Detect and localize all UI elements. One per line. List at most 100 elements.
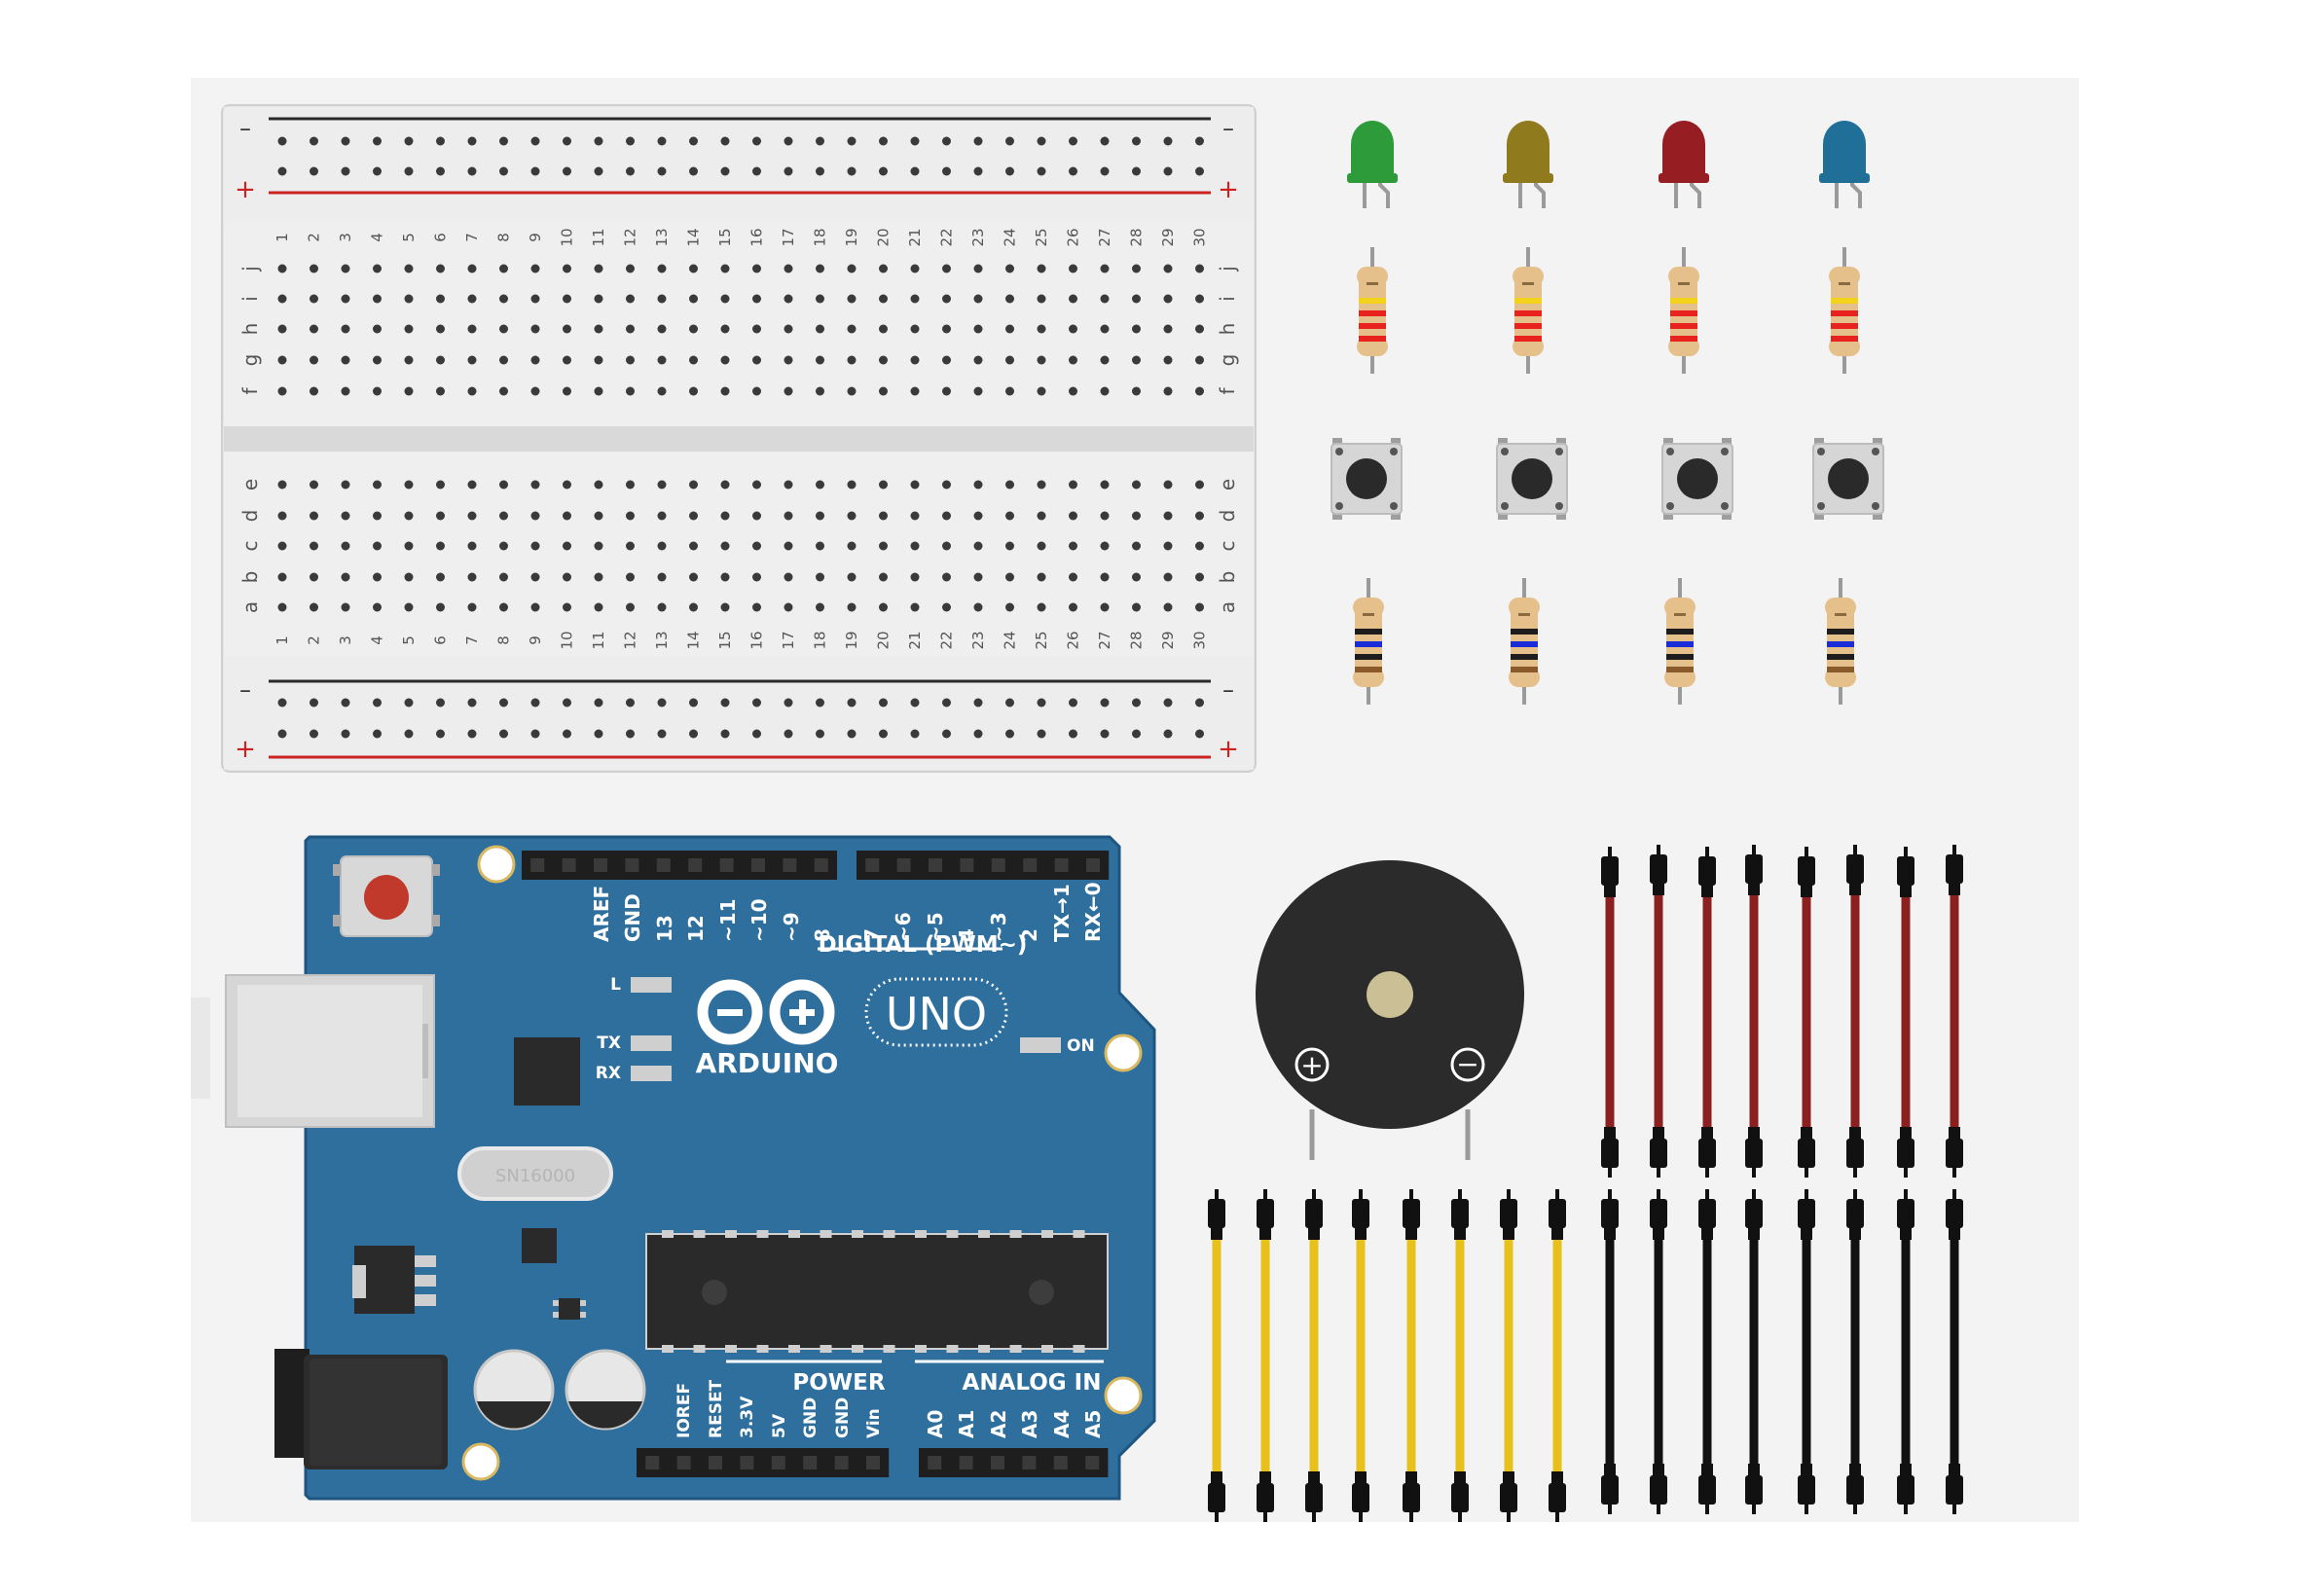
breadboard-hole[interactable] (404, 264, 414, 273)
header-pin[interactable] (960, 858, 974, 872)
breadboard-hole[interactable] (373, 572, 382, 582)
led-blue[interactable] (1819, 121, 1870, 208)
breadboard-hole[interactable] (626, 541, 635, 551)
rail-hole[interactable] (373, 698, 382, 707)
rail-hole[interactable] (1069, 698, 1077, 707)
header-pin[interactable] (719, 858, 734, 872)
breadboard-hole[interactable] (530, 480, 540, 490)
breadboard-hole[interactable] (1069, 572, 1077, 582)
rail-hole[interactable] (404, 729, 414, 739)
rail-hole[interactable] (689, 166, 698, 176)
breadboard-hole[interactable] (626, 572, 635, 582)
breadboard-hole[interactable] (563, 386, 571, 396)
breadboard-hole[interactable] (847, 355, 857, 365)
rail-hole[interactable] (689, 698, 698, 707)
rail-hole[interactable] (816, 166, 824, 176)
rail-hole[interactable] (341, 698, 350, 707)
resistor-top[interactable] (1829, 247, 1860, 374)
breadboard-hole[interactable] (563, 324, 571, 334)
rail-hole[interactable] (942, 698, 951, 707)
rail-hole[interactable] (277, 729, 287, 739)
breadboard-hole[interactable] (626, 602, 635, 612)
digital-header-right[interactable] (857, 851, 1110, 880)
breadboard-hole[interactable] (436, 541, 445, 551)
breadboard-hole[interactable] (1037, 355, 1046, 365)
breadboard-hole[interactable] (530, 572, 540, 582)
rail-hole[interactable] (373, 166, 382, 176)
breadboard-hole[interactable] (467, 386, 477, 396)
breadboard-hole[interactable] (1069, 355, 1077, 365)
piezo-buzzer[interactable]: + − (1256, 860, 1524, 1160)
breadboard-hole[interactable] (1195, 386, 1204, 396)
led-red[interactable] (1659, 121, 1709, 208)
breadboard-hole[interactable] (973, 480, 983, 490)
rail-hole[interactable] (310, 166, 318, 176)
breadboard-hole[interactable] (816, 324, 824, 334)
breadboard-hole[interactable] (404, 480, 414, 490)
breadboard-hole[interactable] (530, 386, 540, 396)
rail-hole[interactable] (720, 729, 730, 739)
breadboard-hole[interactable] (752, 386, 761, 396)
breadboard-hole[interactable] (277, 386, 287, 396)
rail-hole[interactable] (1100, 729, 1110, 739)
header-pin[interactable] (866, 1456, 880, 1469)
digital-header-left[interactable] (522, 851, 837, 880)
rail-hole[interactable] (530, 729, 540, 739)
breadboard-hole[interactable] (341, 264, 350, 273)
breadboard-hole[interactable] (1100, 541, 1110, 551)
breadboard-hole[interactable] (847, 602, 857, 612)
rail-hole[interactable] (310, 136, 318, 146)
breadboard-hole[interactable] (657, 386, 667, 396)
breadboard-hole[interactable] (942, 324, 951, 334)
rail-hole[interactable] (341, 136, 350, 146)
breadboard-hole[interactable] (752, 541, 761, 551)
top-rail-holes[interactable] (277, 136, 1205, 176)
breadboard-hole[interactable] (310, 572, 318, 582)
breadboard-hole[interactable] (752, 572, 761, 582)
jumper-wire-yellow[interactable] (1549, 1189, 1566, 1522)
rail-hole[interactable] (436, 136, 445, 146)
breadboard-hole[interactable] (973, 541, 983, 551)
breadboard-hole[interactable] (467, 294, 477, 304)
rail-hole[interactable] (720, 136, 730, 146)
breadboard-hole[interactable] (1163, 480, 1173, 490)
rail-hole[interactable] (1069, 729, 1077, 739)
jumper-wire-red[interactable] (1745, 845, 1763, 1178)
breadboard-hole[interactable] (879, 324, 888, 334)
breadboard-hole[interactable] (277, 572, 287, 582)
breadboard-hole[interactable] (752, 264, 761, 273)
jumper-wire-red[interactable] (1897, 847, 1914, 1178)
breadboard-hole[interactable] (784, 264, 793, 273)
rail-hole[interactable] (277, 698, 287, 707)
breadboard-hole[interactable] (563, 602, 571, 612)
breadboard-hole[interactable] (467, 541, 477, 551)
rail-hole[interactable] (752, 698, 761, 707)
rail-hole[interactable] (1163, 698, 1173, 707)
rail-hole[interactable] (720, 166, 730, 176)
breadboard-hole[interactable] (1132, 294, 1141, 304)
breadboard-hole[interactable] (404, 511, 414, 521)
jumper-wire-black[interactable] (1846, 1189, 1864, 1514)
breadboard-hole[interactable] (277, 511, 287, 521)
breadboard-hole[interactable] (626, 480, 635, 490)
rail-hole[interactable] (847, 166, 857, 176)
rail-hole[interactable] (910, 698, 920, 707)
rail-hole[interactable] (1195, 729, 1204, 739)
breadboard-hole[interactable] (752, 324, 761, 334)
breadboard-hole[interactable] (973, 511, 983, 521)
breadboard-hole[interactable] (499, 572, 508, 582)
resistor-top[interactable] (1513, 247, 1544, 374)
breadboard-hole[interactable] (847, 572, 857, 582)
header-pin[interactable] (676, 1456, 691, 1469)
breadboard-hole[interactable] (657, 355, 667, 365)
breadboard-hole[interactable] (373, 541, 382, 551)
breadboard-hole[interactable] (1069, 602, 1077, 612)
rail-hole[interactable] (1132, 729, 1141, 739)
breadboard-hole[interactable] (847, 264, 857, 273)
breadboard-hole[interactable] (879, 541, 888, 551)
rail-hole[interactable] (341, 166, 350, 176)
rail-hole[interactable] (467, 166, 477, 176)
header-pin[interactable] (625, 858, 639, 872)
breadboard-hole[interactable] (942, 572, 951, 582)
breadboard-hole[interactable] (657, 480, 667, 490)
